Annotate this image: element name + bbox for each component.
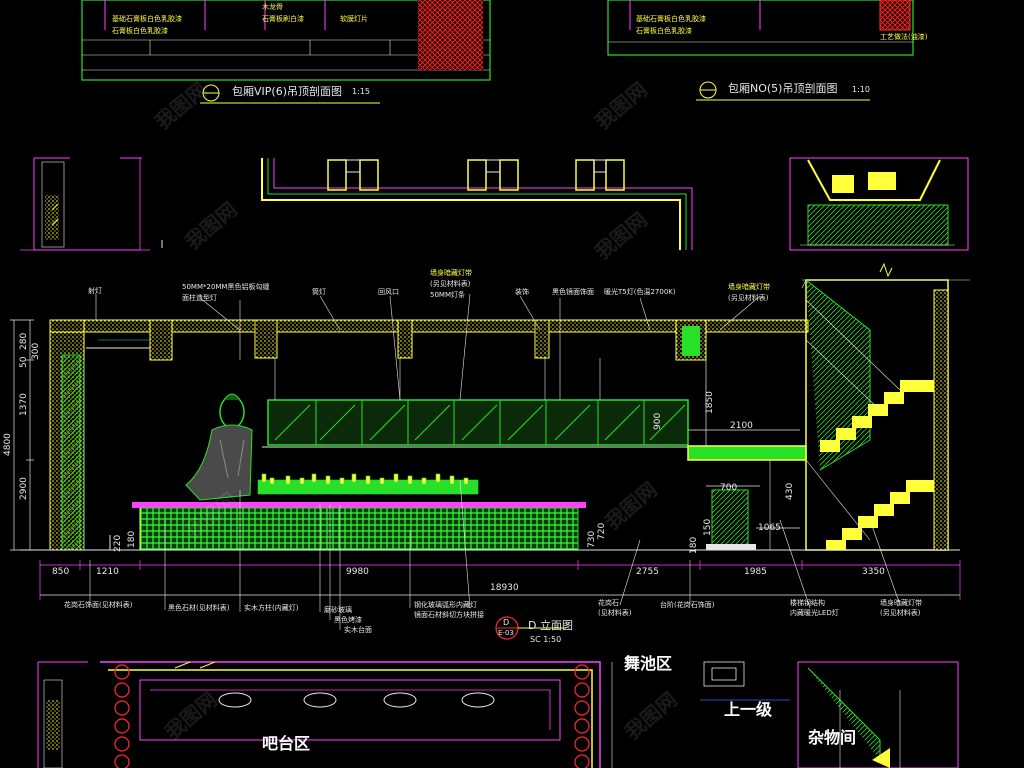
dimension-lines [10,319,961,600]
callout-column-light: 面柱造型灯 [182,294,217,302]
dim-300: 300 [31,342,41,360]
callout-warm-led: 内藏暖光LED灯 [790,609,839,617]
vip6-title: 包厢VIP(6)吊顶剖面图 [232,85,342,98]
callout-frosted-glass: 磨砂玻璃 [324,606,352,614]
callout-t5-light: 暖光T5灯(色温2700K) [604,288,676,296]
callout-light-bar: 50MM灯条 [430,291,465,299]
dim-2900: 2900 [19,477,29,500]
callout-see-materials-4: (另见材料表) [880,609,921,617]
dim-430: 430 [785,482,795,500]
callout-see-materials-2: (另见材料表) [728,294,769,302]
dim-900: 900 [653,412,663,430]
dim-2100: 2100 [730,421,753,431]
callout-step: 台阶(花岗石饰面) [660,601,715,609]
elevation-id: D [503,618,510,627]
dim-1850: 1850 [705,391,715,414]
no5-scale: 1:10 [852,85,870,94]
top-note-right-1: 基础石膏板白色乳胶漆 [636,15,706,23]
callout-led-strip-2: 墙身暗藏灯带 [728,283,770,291]
dim-2755: 2755 [636,567,659,577]
bottle-row [257,473,479,495]
dim-220: 220 [113,534,123,552]
callout-granite-2: 花岗石 [598,599,619,607]
dim-180: 180 [127,530,137,548]
elevation-sheet: E-03 [498,629,514,637]
statue [185,393,253,501]
top-section-drawings [81,0,914,104]
stamp-note: 工艺做法(油漆) [880,33,928,41]
callout-downlight: 筒灯 [312,288,326,296]
top-note-mid-2: 石膏板刷白漆 [262,15,304,23]
callout-glass-arc: 钢化玻璃弧形内藏灯 [414,601,477,609]
dim-720: 720 [597,522,607,540]
vip6-scale: 1:15 [352,87,370,96]
no5-title: 包厢NO(5)吊顶剖面图 [728,82,838,95]
elevation-marker [495,616,566,640]
dim-850: 850 [52,567,70,577]
dim-50: 50 [19,356,29,368]
dim-280: 280 [19,332,29,350]
callout-black-mirror: 黑色镜面饰面 [552,288,594,296]
callout-granite: 花岗石饰面(见材料表) [64,601,133,609]
top-note-left-2: 石膏板白色乳胶漆 [112,27,168,35]
dim-700: 700 [720,483,738,493]
dim-150: 150 [703,518,713,536]
callout-wood-top: 实木台面 [344,626,372,634]
callout-return-air: 回风口 [378,288,399,296]
dim-1370: 1370 [19,393,29,416]
callout-see-materials-3: (见材料表) [598,609,632,617]
dim-730: 730 [587,530,597,548]
label-bar-area: 吧台区 [262,734,311,753]
label-dance-floor: 舞池区 [624,654,673,673]
main-elevation [20,262,970,551]
callout-black-paint: 黑色烤漆 [334,616,362,624]
callout-aluminum-joint: 50MM*20MM黑色铝板勾缝 [182,283,270,291]
callout-black-stone: 黑色石材(见材料表) [168,604,230,612]
top-note-left-1: 基础石膏板白色乳胶漆 [112,15,182,23]
dim-4800: 4800 [3,433,13,456]
dim-1210: 1210 [96,567,119,577]
label-step-up: 上一级 [724,700,773,719]
elevation-scale: SC 1:50 [530,635,562,644]
callout-mirror-stone: 镜面石材斜切方块拼接 [414,611,484,619]
callout-wood-column: 实木方柱(内藏灯) [244,604,299,612]
dim-180b: 180 [689,536,699,554]
callout-decor: 装饰 [515,288,529,296]
dim-9980: 9980 [346,567,369,577]
callout-spotlight: 射灯 [88,287,102,295]
callout-led-strip-3: 墙身暗藏灯带 [880,599,922,607]
callout-see-materials-1: (另见材料表) [430,280,471,288]
dim-total: 18930 [490,583,519,593]
callout-led-strip-1: 墙身暗藏灯带 [430,269,472,277]
top-note-mid-3: 软膜灯片 [340,15,368,23]
dim-1065: 1065 [758,523,781,533]
dim-1985: 1985 [744,567,767,577]
label-storage: 杂物间 [808,728,857,747]
leader-lines [89,293,901,630]
floor-plan [37,661,959,768]
elevation-title: D 立面图 [528,619,573,632]
detail-row [20,157,969,251]
top-note-right-2: 石膏板白色乳胶漆 [636,27,692,35]
top-note-mid-1: 木龙骨 [262,3,283,11]
dim-3350: 3350 [862,567,885,577]
staircase [801,262,970,551]
callout-stair-steel: 楼梯钢结构 [790,599,825,607]
